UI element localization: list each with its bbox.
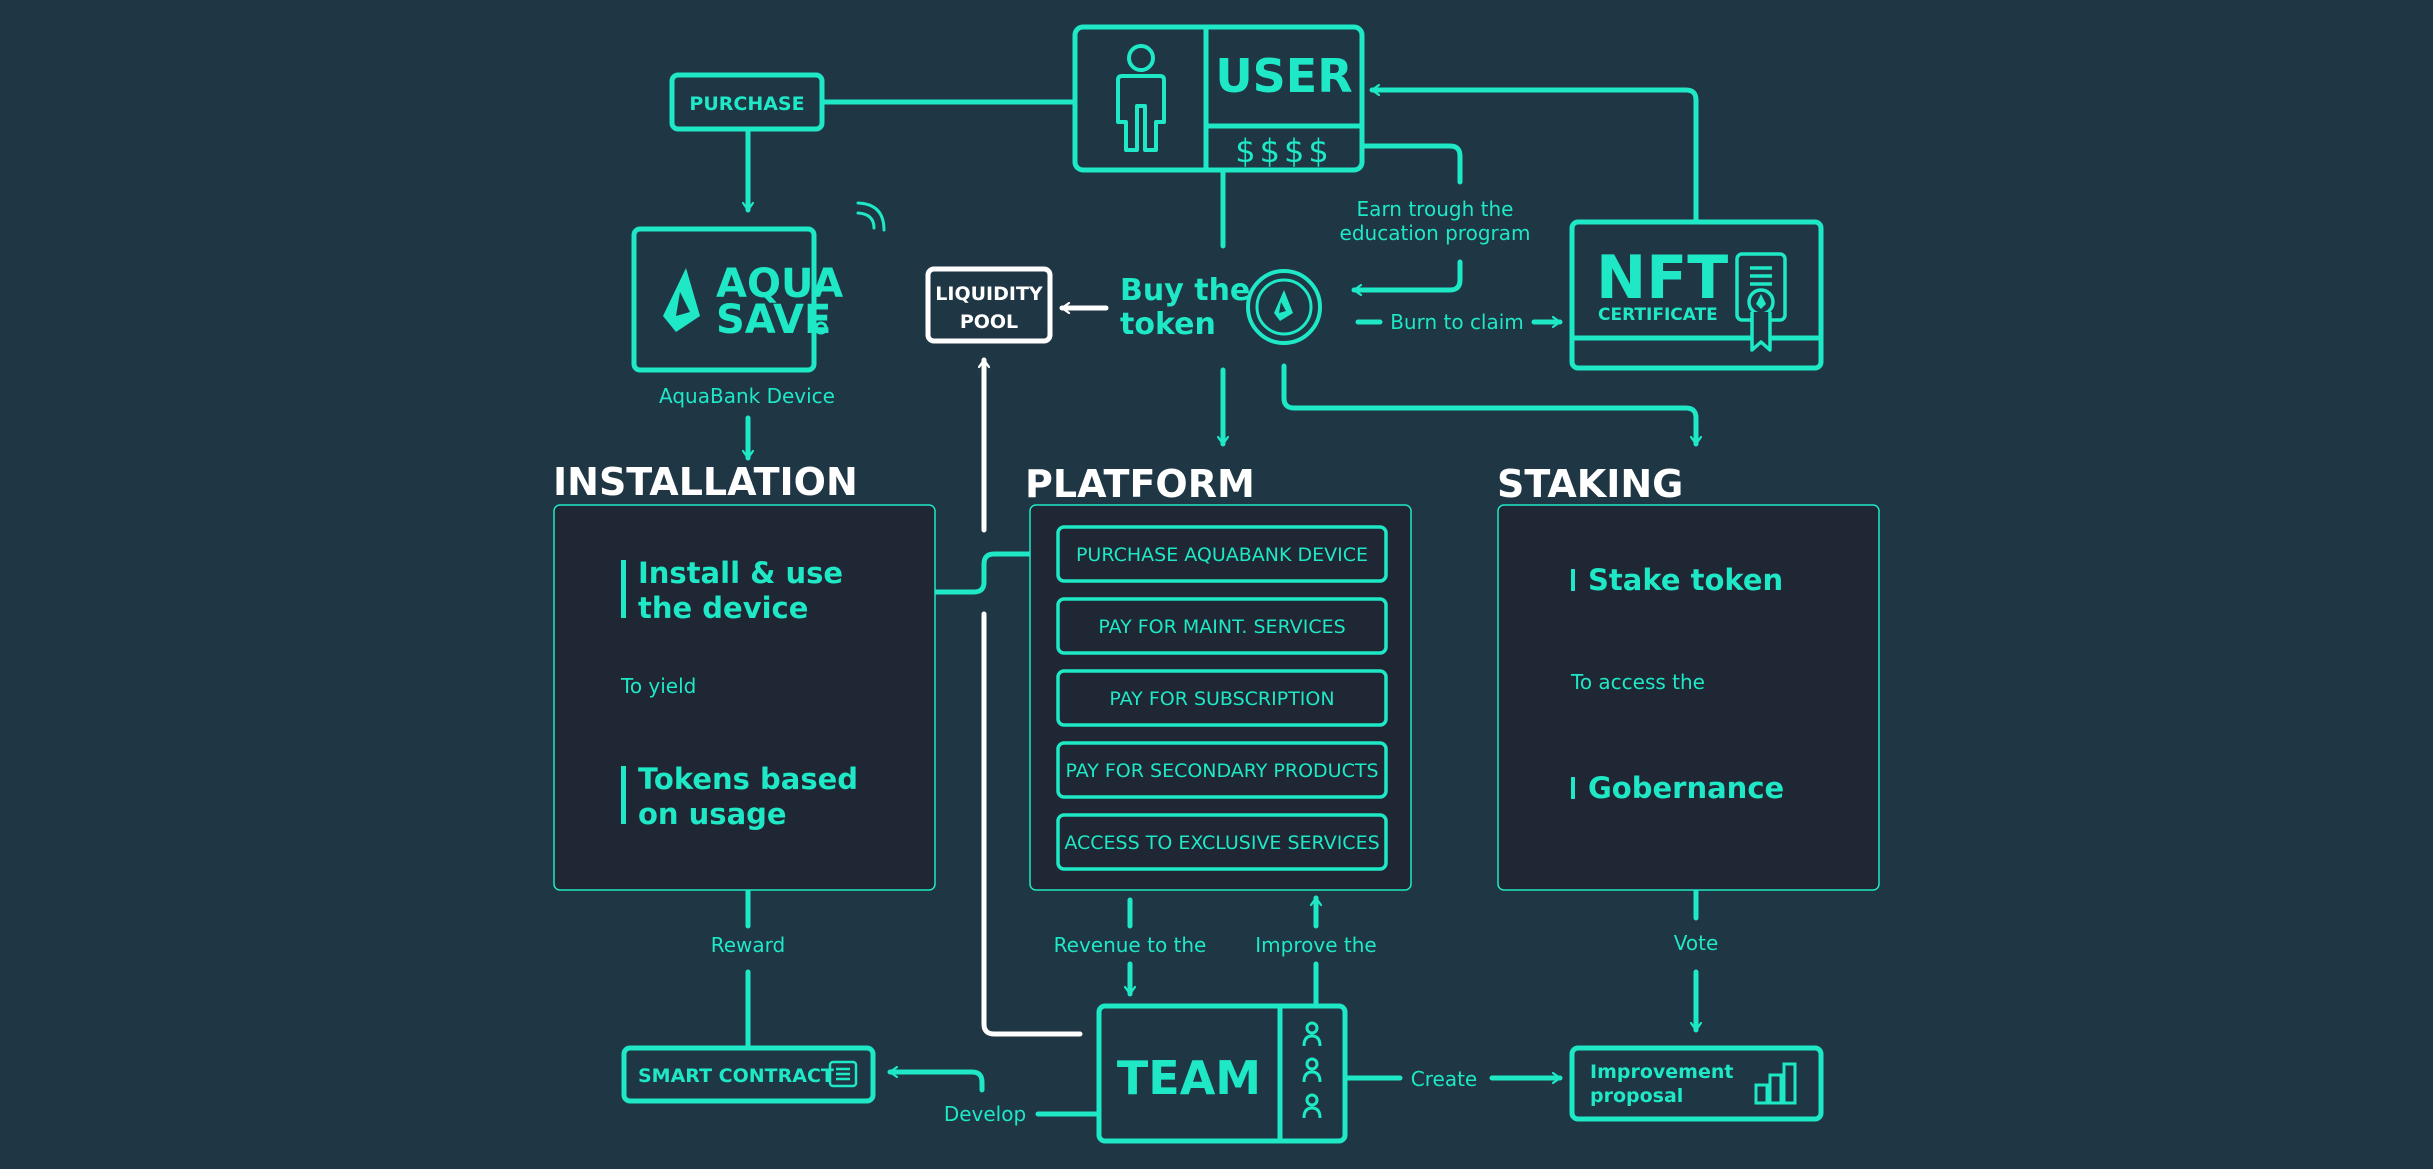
platform-item-label: PAY FOR MAINT. SERVICES	[1098, 616, 1345, 638]
token-coin-icon	[1246, 269, 1322, 345]
aquabank-device-caption: AquaBank Device	[659, 384, 835, 408]
staking-panel: Stake token To access the Gobernance	[1497, 504, 1880, 891]
gobernance-label: Gobernance	[1588, 771, 1784, 805]
bar-chart-icon	[1754, 1062, 1797, 1105]
document-icon	[828, 1060, 858, 1088]
liquidity-line2: POOL	[960, 311, 1018, 333]
nft-to-user-arrow	[1369, 90, 1699, 223]
develop-label: Develop	[944, 1102, 1026, 1126]
staking-title: STAKING	[1497, 462, 1683, 506]
yield-label: To yield	[620, 674, 696, 698]
improvement-proposal-box: Improvement proposal	[1569, 1045, 1824, 1122]
user-title: USER	[1215, 49, 1352, 103]
create-label: Create	[1411, 1067, 1477, 1091]
proposal-line1: Improvement	[1590, 1061, 1733, 1083]
revenue-label: Revenue to the	[1054, 933, 1207, 957]
liquidity-pool-box: LIQUIDITY POOL	[925, 266, 1053, 344]
earn-connector-top	[1359, 143, 1463, 185]
platform-item[interactable]: PAY FOR SUBSCRIPTION	[1056, 669, 1388, 727]
installation-panel: Install & use the device To yield Tokens…	[553, 504, 936, 891]
earn-to-token-arrow	[1351, 259, 1463, 290]
install-step1-line2: the device	[638, 591, 808, 625]
smart-contract-label: SMART CONTRACT	[638, 1065, 834, 1087]
install-step1-line1: Install & use	[638, 556, 843, 590]
install-step2-line2: on usage	[638, 797, 787, 831]
person-icon	[1116, 44, 1166, 152]
smart-contract-box: SMART CONTRACT	[621, 1045, 876, 1104]
user-box: USER $$$$	[1072, 24, 1365, 173]
purchase-label: PURCHASE	[689, 93, 804, 115]
vote-label: Vote	[1674, 931, 1719, 955]
platform-item-label: PURCHASE AQUABANK DEVICE	[1076, 544, 1368, 566]
stake-token-label: Stake token	[1588, 563, 1783, 597]
improve-label: Improve the	[1255, 933, 1376, 957]
purchase-box: PURCHASE	[669, 72, 825, 132]
aquasave-line2: SAVE	[716, 297, 831, 343]
reward-label: Reward	[711, 933, 785, 957]
earn-line1: Earn trough the	[1357, 197, 1514, 221]
platform-item[interactable]: PURCHASE AQUABANK DEVICE	[1056, 525, 1388, 583]
access-label: To access the	[1570, 670, 1705, 694]
platform-item-label: ACCESS TO EXCLUSIVE SERVICES	[1064, 832, 1379, 854]
platform-title: PLATFORM	[1025, 462, 1255, 506]
aquasave-line1: AQUA	[716, 261, 843, 307]
platform-item[interactable]: PAY FOR SECONDARY PRODUCTS	[1056, 741, 1388, 799]
token-to-staking-arrow	[1281, 363, 1696, 447]
platform-item-label: PAY FOR SECONDARY PRODUCTS	[1065, 760, 1378, 782]
platform-item-label: PAY FOR SUBSCRIPTION	[1109, 688, 1334, 710]
liquidity-line1: LIQUIDITY	[935, 283, 1043, 305]
platform-to-install-arrow	[843, 551, 1061, 592]
aquasave-logo-icon	[663, 268, 700, 332]
earn-line2: education program	[1340, 221, 1531, 245]
nft-certificate-box: NFT CERTIFICATE	[1569, 219, 1824, 371]
nft-subtitle: CERTIFICATE	[1598, 305, 1718, 325]
team-box: TEAM	[1096, 1003, 1348, 1144]
buy-token: Buy the token	[1120, 269, 1322, 345]
develop-arrow	[887, 1072, 985, 1093]
user-money: $$$$	[1235, 132, 1332, 170]
token-line1: Buy the	[1120, 273, 1250, 308]
platform-panel: PURCHASE AQUABANK DEVICE PAY FOR MAINT. …	[1029, 504, 1412, 891]
token-line2: token	[1120, 307, 1216, 342]
platform-item[interactable]: PAY FOR MAINT. SERVICES	[1056, 597, 1388, 655]
install-step2-line1: Tokens based	[638, 762, 858, 796]
team-members-icon	[1302, 1021, 1322, 1119]
nft-title: NFT	[1596, 243, 1728, 313]
team-to-liquidity-line-lower	[981, 611, 1083, 1037]
proposal-line2: proposal	[1590, 1085, 1683, 1107]
wireless-signal-icon	[856, 201, 886, 232]
burn-label: Burn to claim	[1390, 310, 1524, 334]
team-label: TEAM	[1117, 1051, 1261, 1105]
aquasave-device-box: AQUA SAVE AquaBank Device	[631, 201, 886, 408]
installation-title: INSTALLATION	[553, 460, 858, 504]
certificate-icon	[1735, 252, 1787, 352]
platform-item[interactable]: ACCESS TO EXCLUSIVE SERVICES	[1056, 813, 1388, 871]
